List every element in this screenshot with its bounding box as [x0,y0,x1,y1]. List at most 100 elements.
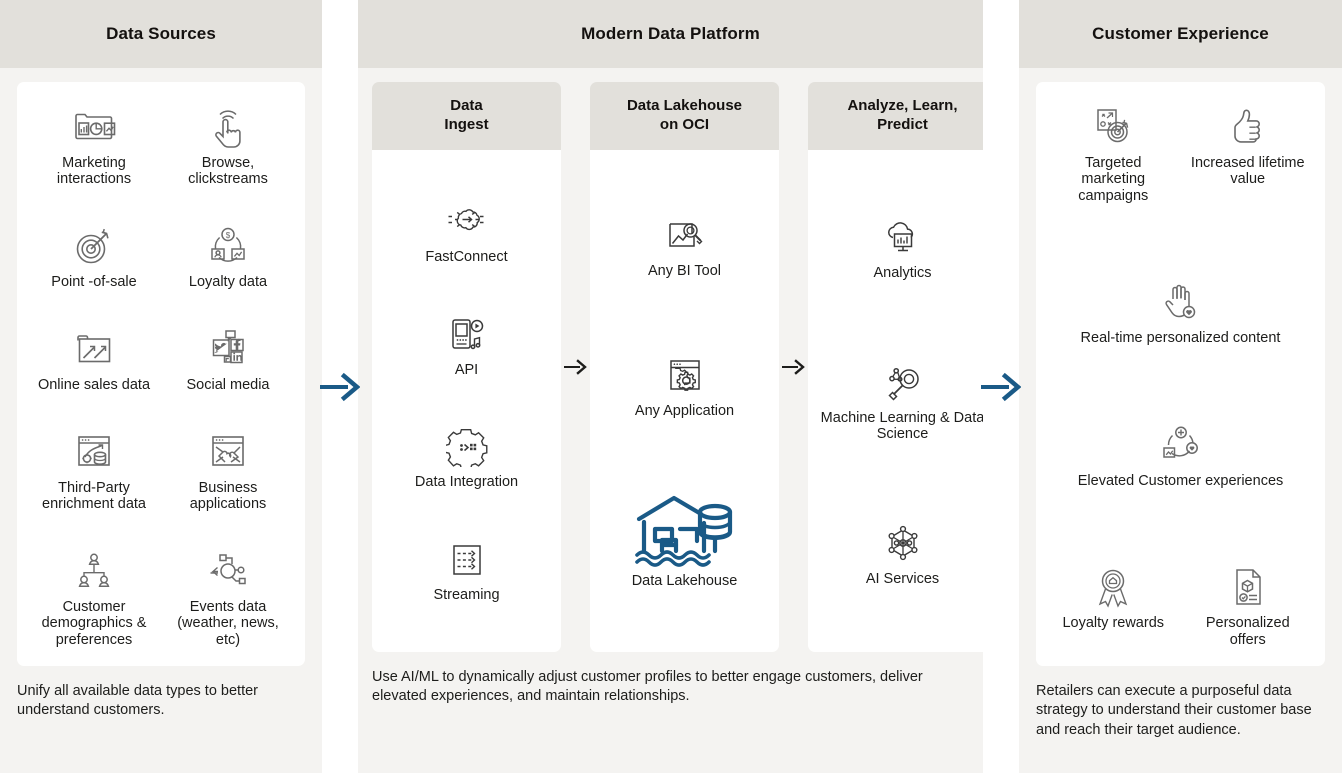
panel-header-data-lakehouse: Data Lakehouse on OCI [590,82,779,150]
panel-analyze-learn-predict: Analyze, Learn, Predict [808,82,997,652]
source-label: Social media [186,376,270,393]
panel-data-ingest: Data Ingest [372,82,561,652]
analytics-cloud-monitor-icon [881,215,925,261]
arrow-ingest-to-lakehouse [563,359,588,375]
third-party-database-icon [73,429,115,475]
panel-title-line: Ingest [444,116,489,133]
platform-panels: Data Ingest [358,68,997,652]
source-label: Point -of-sale [51,274,137,291]
cx-tile-elevated-customer-experiences[interactable]: Elevated Customer experiences [1046,422,1315,489]
platform-label: API [454,361,479,378]
source-tile-third-party-enrichment-data[interactable]: Third-Party enrichment data [27,429,161,513]
panel-data-lakehouse-on-oci: Data Lakehouse on OCI [590,82,779,652]
source-tile-point-of-sale[interactable]: Point -of-sale [27,223,161,290]
data-sources-grid: Marketing interactions Browse, clickstre… [27,104,295,648]
api-device-icon [446,312,488,358]
strategy-target-icon [1091,104,1135,150]
experience-cycle-icon [1159,422,1203,468]
cx-tile-increased-lifetime-value[interactable]: Increased lifetime value [1181,104,1316,204]
thumbs-up-icon [1227,104,1269,150]
bi-tool-magnifier-icon [663,213,707,259]
panel-header-analyze-learn-predict: Analyze, Learn, Predict [808,82,997,150]
data-sources-card: Marketing interactions Browse, clickstre… [17,82,305,666]
platform-tile-analytics[interactable]: Analytics [873,215,932,282]
panel-title-line: Predict [877,116,928,133]
source-tile-business-applications[interactable]: Business applications [161,429,295,513]
platform-tile-api[interactable]: API [446,312,488,378]
customer-experience-grid: Targeted marketing campaigns Increased l… [1046,104,1315,648]
platform-tile-fastconnect[interactable]: FastConnect [425,199,508,266]
ai-services-network-icon [882,521,924,567]
data-integration-gear-icon [445,424,488,470]
gap-sources-platform [320,0,360,773]
column-header-data-sources: Data Sources [0,0,322,68]
source-tile-social-media[interactable]: Social media [161,326,295,393]
platform-tile-data-lakehouse[interactable]: Data Lakehouse [632,493,737,589]
source-label: Third-Party enrichment data [42,479,146,513]
platform-label: Data Integration [414,474,519,491]
column-data-sources: Data Sources [0,0,322,773]
cx-tile-personalized-offers[interactable]: Personalized offers [1181,564,1316,648]
arrow-platform-to-cx [981,372,1021,402]
platform-tile-machine-learning[interactable]: Machine Learning & Data Science [814,360,991,443]
platform-tile-data-integration[interactable]: Data Integration [415,424,518,490]
arrow-sources-to-platform [320,372,360,402]
panel-body-analyze-learn-predict: Analytics [808,150,997,652]
cx-label: Targeted marketing campaigns [1078,155,1149,204]
svg-text:$: $ [226,231,231,240]
panel-body-data-ingest: FastConnect [372,150,561,652]
award-ribbon-icon [1092,564,1134,610]
source-tile-loyalty-data[interactable]: $ Loyalty data [161,223,295,290]
platform-tile-streaming[interactable]: Streaming [433,537,500,603]
source-tile-browse-clickstreams[interactable]: Browse, clickstreams [161,104,295,188]
source-tile-marketing-interactions[interactable]: Marketing interactions [27,104,161,188]
machine-learning-magnifier-icon [881,360,925,406]
source-label: Marketing interactions [56,155,132,188]
cx-tile-loyalty-rewards[interactable]: Loyalty rewards [1046,564,1181,648]
source-tile-online-sales-data[interactable]: Online sales data [27,326,161,393]
application-gear-window-icon [665,353,705,399]
column-title: Data Sources [106,24,216,43]
hand-tap-icon [209,104,247,150]
platform-tile-ai-services[interactable]: AI Services [866,521,939,587]
column-title: Modern Data Platform [581,24,760,43]
platform-caption: Use AI/ML to dynamically adjust customer… [372,669,923,705]
platform-label: Analytics [873,265,932,282]
cx-tile-real-time-personalized-content[interactable]: Real-time personalized content [1046,279,1315,346]
org-people-icon [73,548,115,594]
column-customer-experience: Customer Experience [1019,0,1342,773]
loyalty-cycle-icon: $ [207,223,249,269]
platform-label: FastConnect [425,249,508,266]
data-lakehouse-icon [632,493,736,569]
data-sources-caption: Unify all available data types to better… [17,683,258,719]
target-arrow-icon [73,223,115,269]
panel-title: Data Lakehouse on OCI [627,97,742,135]
column-header-modern-data-platform: Modern Data Platform [358,0,983,68]
customer-experience-caption: Retailers can execute a purposeful data … [1036,683,1312,738]
platform-label: AI Services [865,570,940,587]
source-label: Loyalty data [188,274,268,291]
source-label: Events data (weather, news, etc) [177,598,279,648]
source-tile-customer-demographics[interactable]: Customer demographics & preferences [27,548,161,648]
platform-label: Any BI Tool [647,262,722,279]
source-tile-events-data[interactable]: Events data (weather, news, etc) [161,548,295,648]
platform-label: Streaming [433,586,500,603]
fastconnect-icon [444,199,490,245]
platform-label: Any Application [634,402,735,419]
cx-label: Personalized offers [1205,615,1290,648]
puzzle-window-icon [208,429,248,475]
platform-tile-any-bi-tool[interactable]: Any BI Tool [648,213,721,279]
source-label: Online sales data [37,376,151,393]
panel-title-line: on OCI [659,116,710,133]
panel-title-line: Data [450,97,483,115]
cx-label: Increased lifetime value [1190,155,1305,188]
cx-tile-targeted-marketing-campaigns[interactable]: Targeted marketing campaigns [1046,104,1181,204]
source-label: Browse, clickstreams [188,155,268,188]
panel-title: Analyze, Learn, Predict [847,97,957,135]
cx-label: Real-time personalized content [1080,330,1281,347]
streaming-icon [447,537,487,583]
customer-experience-card: Targeted marketing campaigns Increased l… [1036,82,1325,666]
cx-label: Loyalty rewards [1062,615,1165,632]
platform-tile-any-application[interactable]: Any Application [635,353,734,419]
